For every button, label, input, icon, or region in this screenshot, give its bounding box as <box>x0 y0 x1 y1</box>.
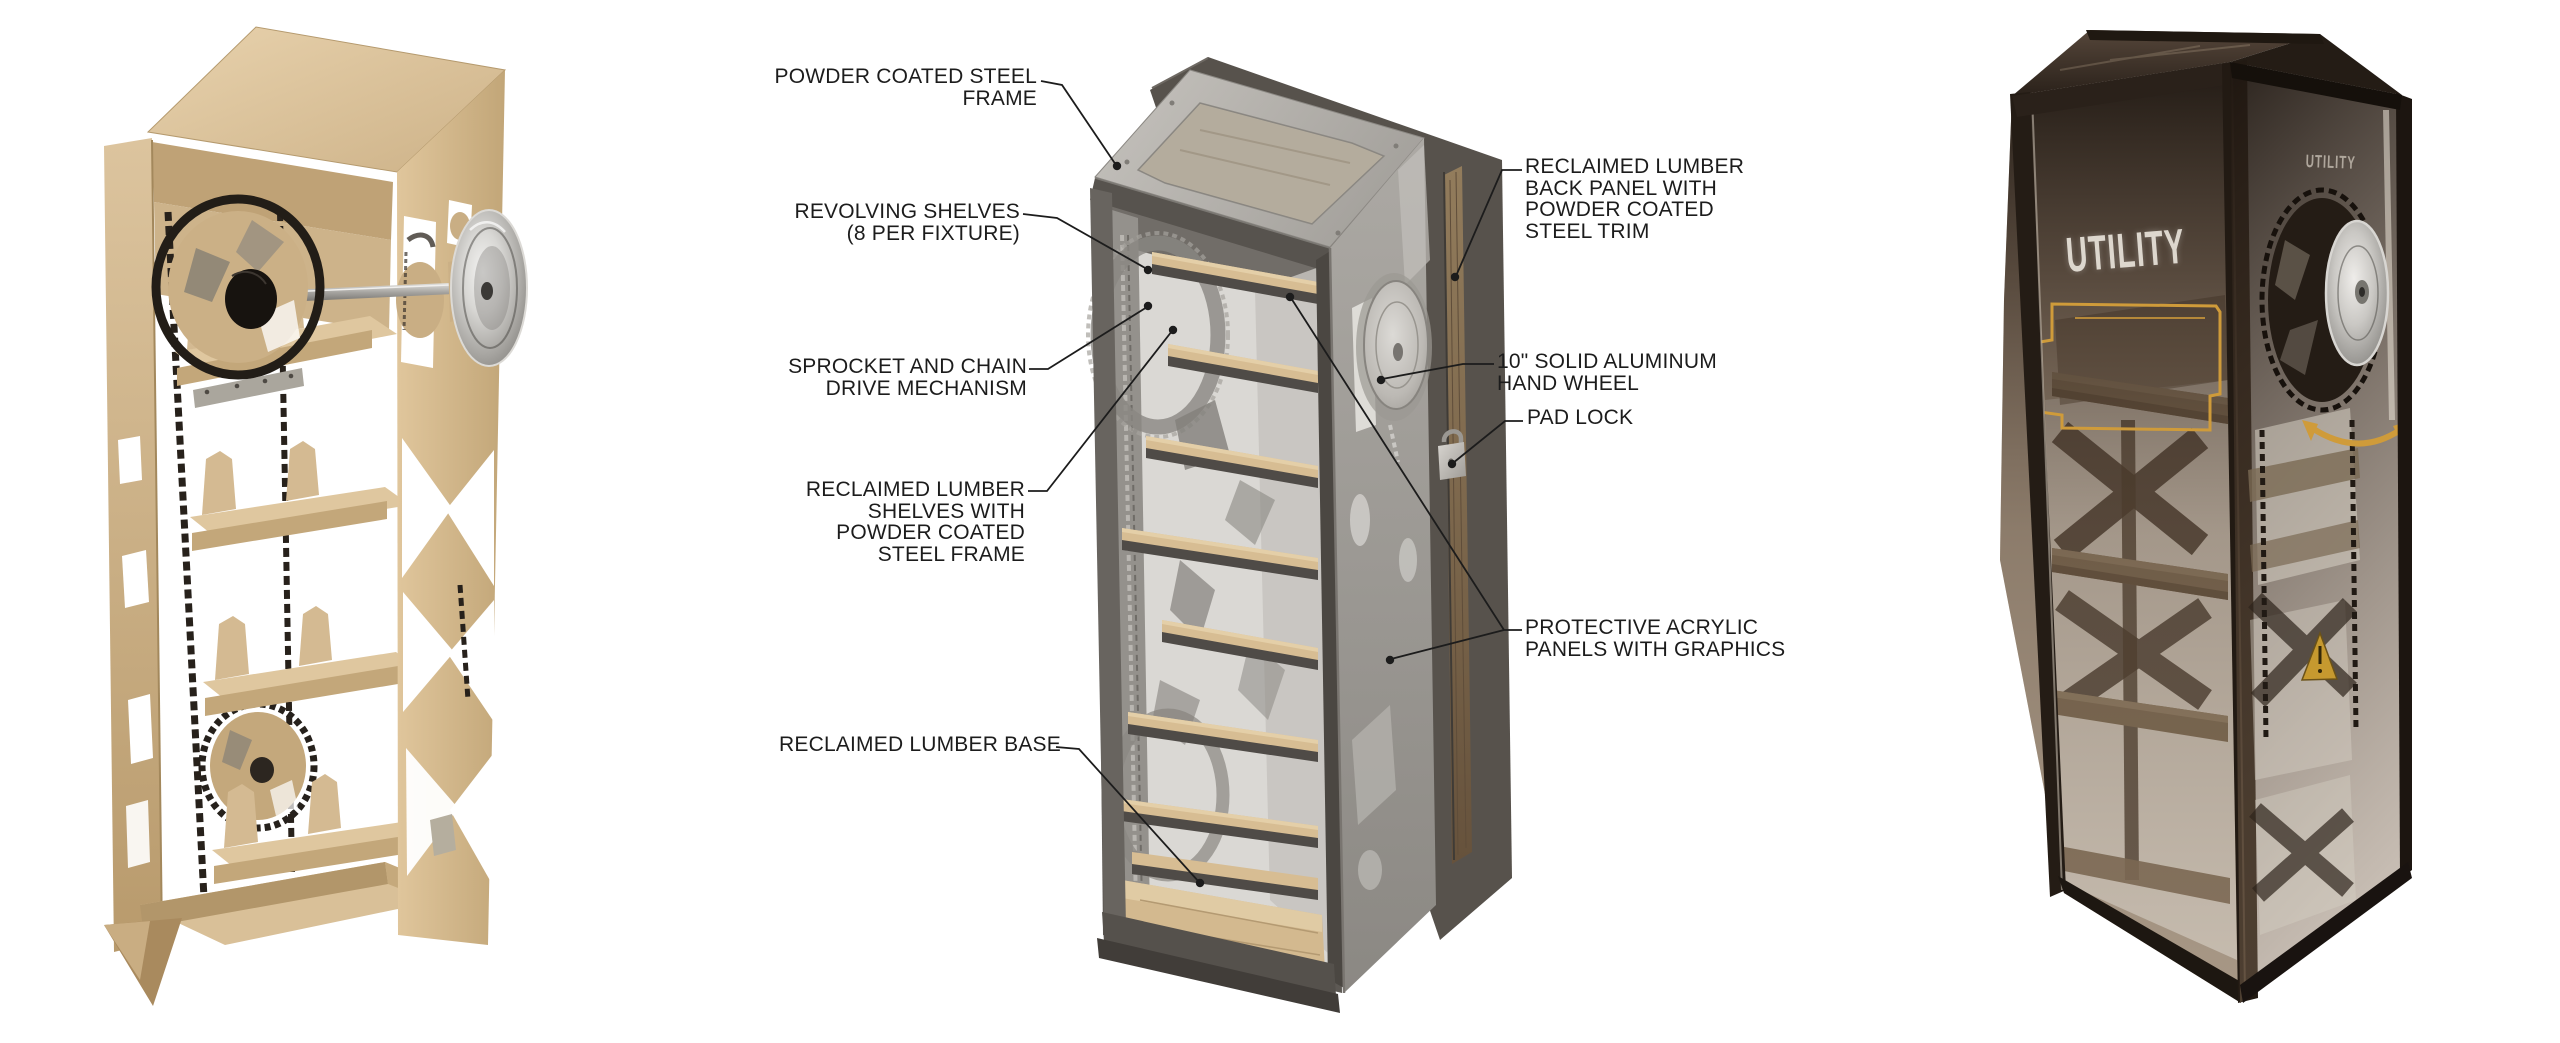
label-protective-acrylic-panels: PROTECTIVE ACRYLIC PANELS WITH GRAPHICS <box>1525 616 1786 661</box>
prototype-fixture-render <box>104 26 528 1006</box>
prototype-lower-sprocket <box>198 700 318 832</box>
cad-top-window <box>1136 102 1386 225</box>
cad-base-plinth <box>1097 938 1340 1013</box>
finished-gold-keyline <box>2038 302 2222 432</box>
cad-hand-wheel <box>1356 273 1432 421</box>
cad-side-face <box>1328 138 1436 994</box>
label-revolving-shelves: REVOLVING SHELVES (8 PER FIXTURE) <box>794 200 1020 245</box>
leader-powder-coated-frame <box>1040 80 1117 166</box>
finished-side-face <box>2230 62 2412 1003</box>
prototype-top-sprocket <box>151 194 325 380</box>
utility-front-logo: UTILITY <box>2064 219 2188 283</box>
finished-fixture-render <box>2000 30 2412 1003</box>
label-reclaimed-lumber-back-panel: RECLAIMED LUMBER BACK PANEL WITH POWDER … <box>1525 155 1745 243</box>
finished-warning-triangle-icon <box>2300 630 2339 681</box>
leader-lumber-base <box>1055 746 1200 883</box>
leader-dots <box>1112 161 1460 888</box>
label-sprocket-chain-drive: SPROCKET AND CHAIN DRIVE MECHANISM <box>788 355 1027 400</box>
leader-lumber-shelves <box>1028 330 1173 492</box>
leader-pad-lock <box>1452 420 1523 464</box>
label-powder-coated-steel-frame: POWDER COATED STEEL FRAME <box>774 65 1037 110</box>
finished-side-shelf <box>2248 448 2360 502</box>
prototype-shelves <box>175 274 426 884</box>
label-reclaimed-lumber-base: RECLAIMED LUMBER BASE <box>779 733 1061 756</box>
leader-revolving-shelves <box>1022 213 1148 270</box>
finished-side-shelf <box>2250 520 2360 572</box>
leader-back-panel <box>1455 169 1522 277</box>
label-hand-wheel: 10" SOLID ALUMINUM HAND WHEEL <box>1497 350 1717 395</box>
finished-front-face <box>2000 60 2258 1003</box>
prototype-chain-left <box>164 211 208 899</box>
leader-acrylic-panels <box>1290 297 1522 660</box>
leader-sprocket-chain <box>1029 306 1148 370</box>
cad-fixture-diagram <box>1086 57 1512 1013</box>
finished-top-face <box>2012 30 2320 96</box>
label-reclaimed-lumber-shelves: RECLAIMED LUMBER SHELVES WITH POWDER COA… <box>805 478 1025 566</box>
label-pad-lock: PAD LOCK <box>1527 406 1634 429</box>
leader-hand-wheel <box>1381 363 1494 380</box>
cad-front-interior <box>1086 200 1330 990</box>
prototype-hand-wheel <box>450 209 528 367</box>
finished-hand-wheel <box>2324 219 2390 367</box>
cad-revolving-shelves <box>1114 252 1318 900</box>
leader-lines <box>1022 80 1523 883</box>
utility-side-logo: UTILITY <box>2305 151 2357 173</box>
